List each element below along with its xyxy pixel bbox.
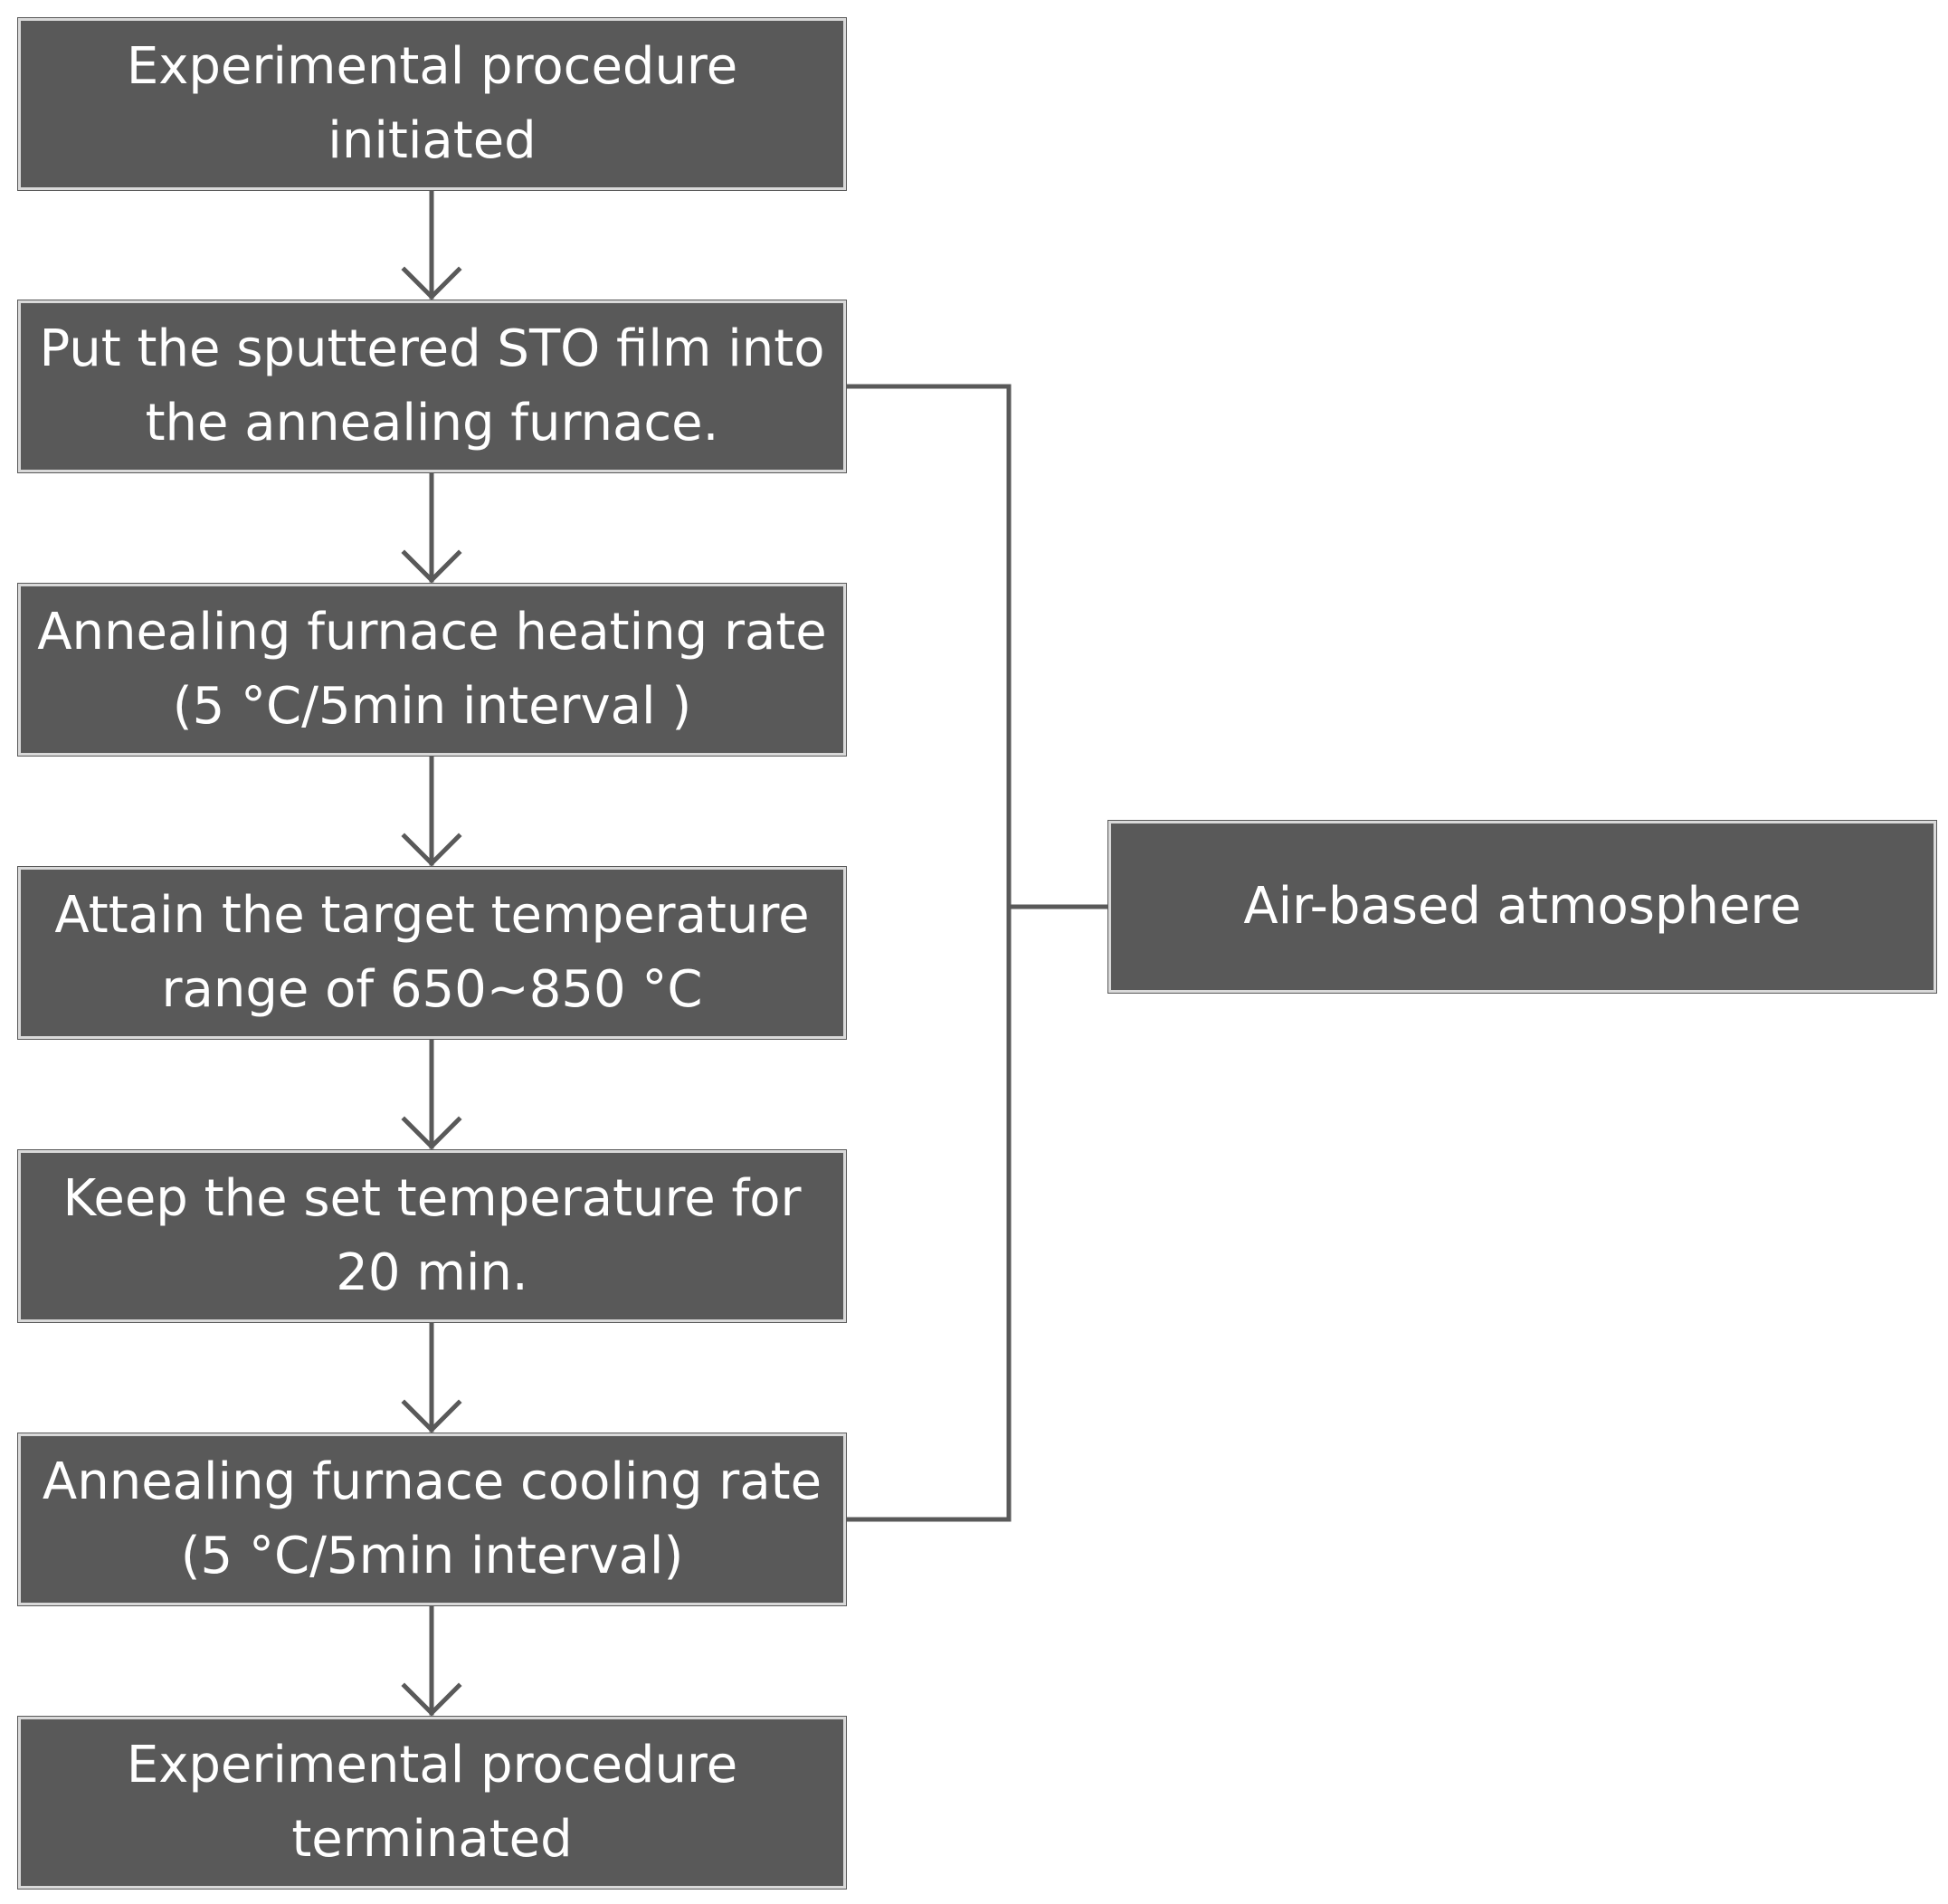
step-5-line-1: Keep the set temperature for <box>62 1169 802 1228</box>
arrow-5-6-head <box>401 1399 462 1433</box>
step-3-line-2: (5 °C/5min interval ) <box>172 677 692 736</box>
arrow-3-4-head <box>401 833 462 867</box>
step-4-line-2: range of 650~850 °C <box>161 960 703 1019</box>
step-2-line-1: Put the sputtered STO film into <box>39 319 825 378</box>
step-7-line-1: Experimental procedure <box>126 1736 738 1795</box>
step-2-line-2: the annealing furnace. <box>145 394 719 452</box>
step-6-line-2: (5 °C/5min interval) <box>180 1527 684 1585</box>
step-5-line-2: 20 min. <box>336 1243 528 1302</box>
step-1-line-1: Experimental procedure <box>126 37 738 96</box>
step-1-line-2: initiated <box>328 111 537 170</box>
arrow-6-7-head <box>401 1682 462 1717</box>
arrow-4-5-head <box>401 1116 462 1150</box>
step-procedure-terminated: Experimental procedure terminated <box>17 1716 847 1890</box>
step-6-line-1: Annealing furnace cooling rate <box>42 1452 822 1511</box>
atmosphere-box: Air-based atmosphere <box>1107 820 1937 994</box>
step-3-line-1: Annealing furnace heating rate <box>37 603 827 662</box>
arrow-2-3-head <box>401 549 462 584</box>
step-heating-rate: Annealing furnace heating rate (5 °C/5mi… <box>17 583 847 757</box>
step-put-film-into-furnace: Put the sputtered STO film into the anne… <box>17 300 847 473</box>
step-hold-temperature: Keep the set temperature for 20 min. <box>17 1149 847 1323</box>
step-7-line-2: terminated <box>291 1810 573 1869</box>
step-cooling-rate: Annealing furnace cooling rate (5 °C/5mi… <box>17 1433 847 1606</box>
step-procedure-initiated: Experimental procedure initiated <box>17 17 847 191</box>
atmosphere-bracket <box>843 384 1012 1522</box>
step-target-temperature: Attain the target temperature range of 6… <box>17 866 847 1040</box>
arrow-1-2-head <box>401 266 462 300</box>
step-4-line-1: Attain the target temperature <box>54 886 810 945</box>
atmosphere-label: Air-based atmosphere <box>1243 877 1801 936</box>
